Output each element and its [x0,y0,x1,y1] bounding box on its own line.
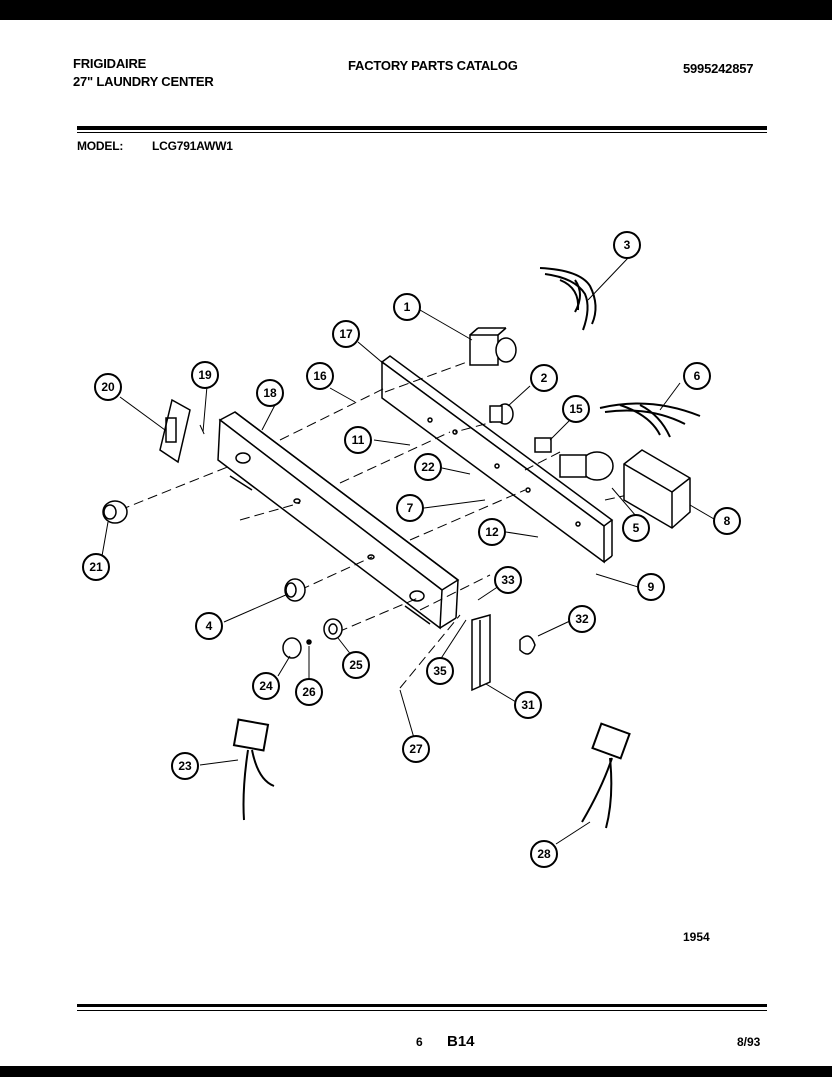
callout-label: 20 [101,380,115,394]
fan-part [559,451,614,481]
callout-label: 5 [633,521,640,535]
callout-8: 8 [713,507,741,535]
callouts: 1234567891112151617181920212223242526272… [82,231,741,868]
callout-label: 1 [404,300,411,314]
callout-7: 7 [396,494,424,522]
header-rule-thick [77,126,767,130]
callout-25: 25 [342,651,370,679]
callout-1: 1 [393,293,421,321]
knob-25 [323,618,343,640]
model-label: MODEL: [77,139,124,153]
switch-part [489,403,514,425]
callout-label: 17 [339,327,353,341]
drawing-number: 1954 [683,930,710,944]
callout-label: 35 [433,664,447,678]
callout-22: 22 [414,453,442,481]
callout-label: 26 [302,685,316,699]
callout-19: 19 [191,361,219,389]
knob-4 [284,578,306,602]
callout-6: 6 [683,362,711,390]
callout-35: 35 [426,657,454,685]
top-border-bar [0,0,832,20]
bottom-border-bar [0,1066,832,1077]
bracket-20-part [159,398,191,464]
callout-label: 22 [421,460,435,474]
harness-6 [599,402,701,438]
callout-31: 31 [514,691,542,719]
callout-24: 24 [252,672,280,700]
callout-label: 12 [485,525,499,539]
print-date: 8/93 [737,1035,761,1049]
section-code: B14 [447,1033,475,1050]
callout-33: 33 [494,566,522,594]
control-box-part [623,449,691,529]
timer-part [469,327,517,366]
header-rule-thin [77,132,767,133]
footer-rule-thick [77,1004,767,1007]
callout-label: 3 [624,238,631,252]
knob-24 [282,637,302,659]
knob-21 [102,500,128,524]
callout-17: 17 [332,320,360,348]
callout-23: 23 [171,752,199,780]
brand-name: FRIGIDAIRE [73,56,147,71]
callout-20: 20 [94,373,122,401]
page-number: 6 [416,1035,423,1049]
callout-16: 16 [306,362,334,390]
harness-23 [232,718,275,821]
callout-label: 33 [501,573,515,587]
callout-label: 15 [569,402,583,416]
callout-label: 11 [352,433,365,447]
callout-12: 12 [478,518,506,546]
callout-label: 31 [521,698,535,712]
console-panel [217,411,460,630]
harness-28 [581,722,631,829]
lamp-32 [519,635,536,655]
harness-3 [539,267,597,331]
callout-label: 21 [89,560,103,574]
product-name: 27" LAUNDRY CENTER [73,74,214,89]
callout-21: 21 [82,553,110,581]
callout-label: 23 [178,759,192,773]
callout-3: 3 [613,231,641,259]
catalog-title: FACTORY PARTS CATALOG [348,58,518,73]
callout-label: 28 [537,847,551,861]
callout-label: 19 [198,368,212,382]
callout-27: 27 [402,735,430,763]
footer-rule-thin [77,1010,767,1011]
callout-5: 5 [622,514,650,542]
callout-label: 9 [648,580,655,594]
callout-9: 9 [637,573,665,601]
callout-28: 28 [530,840,558,868]
callout-15: 15 [562,395,590,423]
callout-label: 7 [407,501,414,515]
callout-26: 26 [295,678,323,706]
control-bracket [380,355,614,564]
callout-label: 24 [259,679,273,693]
callout-label: 2 [541,371,548,385]
callout-2: 2 [530,364,558,392]
catalog-number: 5995242857 [683,61,754,76]
callout-18: 18 [256,379,284,407]
callout-label: 32 [575,612,589,626]
switch-15-part [534,437,552,453]
callout-label: 6 [694,369,701,383]
callout-label: 4 [206,619,213,633]
callout-11: 11 [344,426,372,454]
callout-32: 32 [568,605,596,633]
callout-label: 27 [409,742,423,756]
callout-4: 4 [195,612,223,640]
light-bracket-part [471,614,491,692]
model-value: LCG791AWW1 [152,139,233,153]
callout-label: 25 [349,658,363,672]
callout-label: 18 [263,386,277,400]
callout-label: 16 [313,369,327,383]
callout-label: 8 [724,514,731,528]
clip-26 [306,639,312,645]
